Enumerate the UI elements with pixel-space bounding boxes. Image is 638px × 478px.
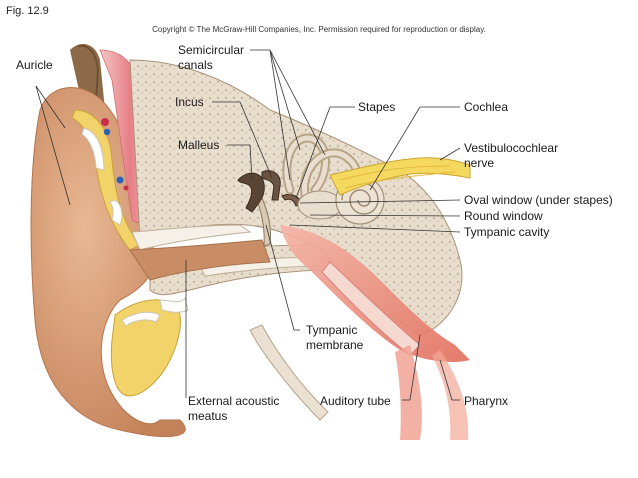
tympanic-membrane-shape: [256, 197, 271, 247]
label-tympanic-membrane-line2: membrane: [306, 338, 364, 352]
malleus-shape: [237, 172, 265, 213]
external-acoustic-meatus: [129, 239, 271, 281]
copyright-notice: Copyright © The McGraw-Hill Companies, I…: [152, 25, 486, 34]
label-auditory-tube: Auditory tube: [320, 394, 391, 408]
incus-shape: [261, 170, 281, 201]
label-auricle: Auricle: [16, 58, 53, 72]
label-external-acoustic-meatus-line2: meatus: [188, 409, 228, 423]
label-tympanic-cavity: Tympanic cavity: [464, 225, 550, 239]
label-external-acoustic-meatus-line1: External acoustic: [188, 394, 280, 408]
stapes-shape: [281, 193, 303, 207]
leader-lines: [35, 49, 461, 401]
label-vestibulocochlear-line1: Vestibulocochlear: [464, 141, 559, 155]
label-semicircular-canals-line2: canals: [178, 58, 213, 72]
label-incus: Incus: [175, 95, 204, 109]
label-round-window: Round window: [464, 209, 543, 223]
tympanic-mucosa: [280, 225, 470, 362]
label-malleus: Malleus: [178, 138, 220, 152]
label-oval-window: Oval window (under stapes): [464, 193, 613, 207]
label-vestibulocochlear-line2: nerve: [464, 156, 495, 170]
label-pharynx: Pharynx: [464, 394, 509, 408]
styloid-process: [249, 324, 329, 421]
label-stapes: Stapes: [358, 100, 396, 114]
figure-label: Fig. 12.9: [6, 5, 49, 17]
label-tympanic-membrane-line1: Tympanic: [306, 323, 358, 337]
label-cochlea: Cochlea: [464, 100, 509, 114]
label-semicircular-canals-line1: Semicircular: [178, 43, 245, 57]
